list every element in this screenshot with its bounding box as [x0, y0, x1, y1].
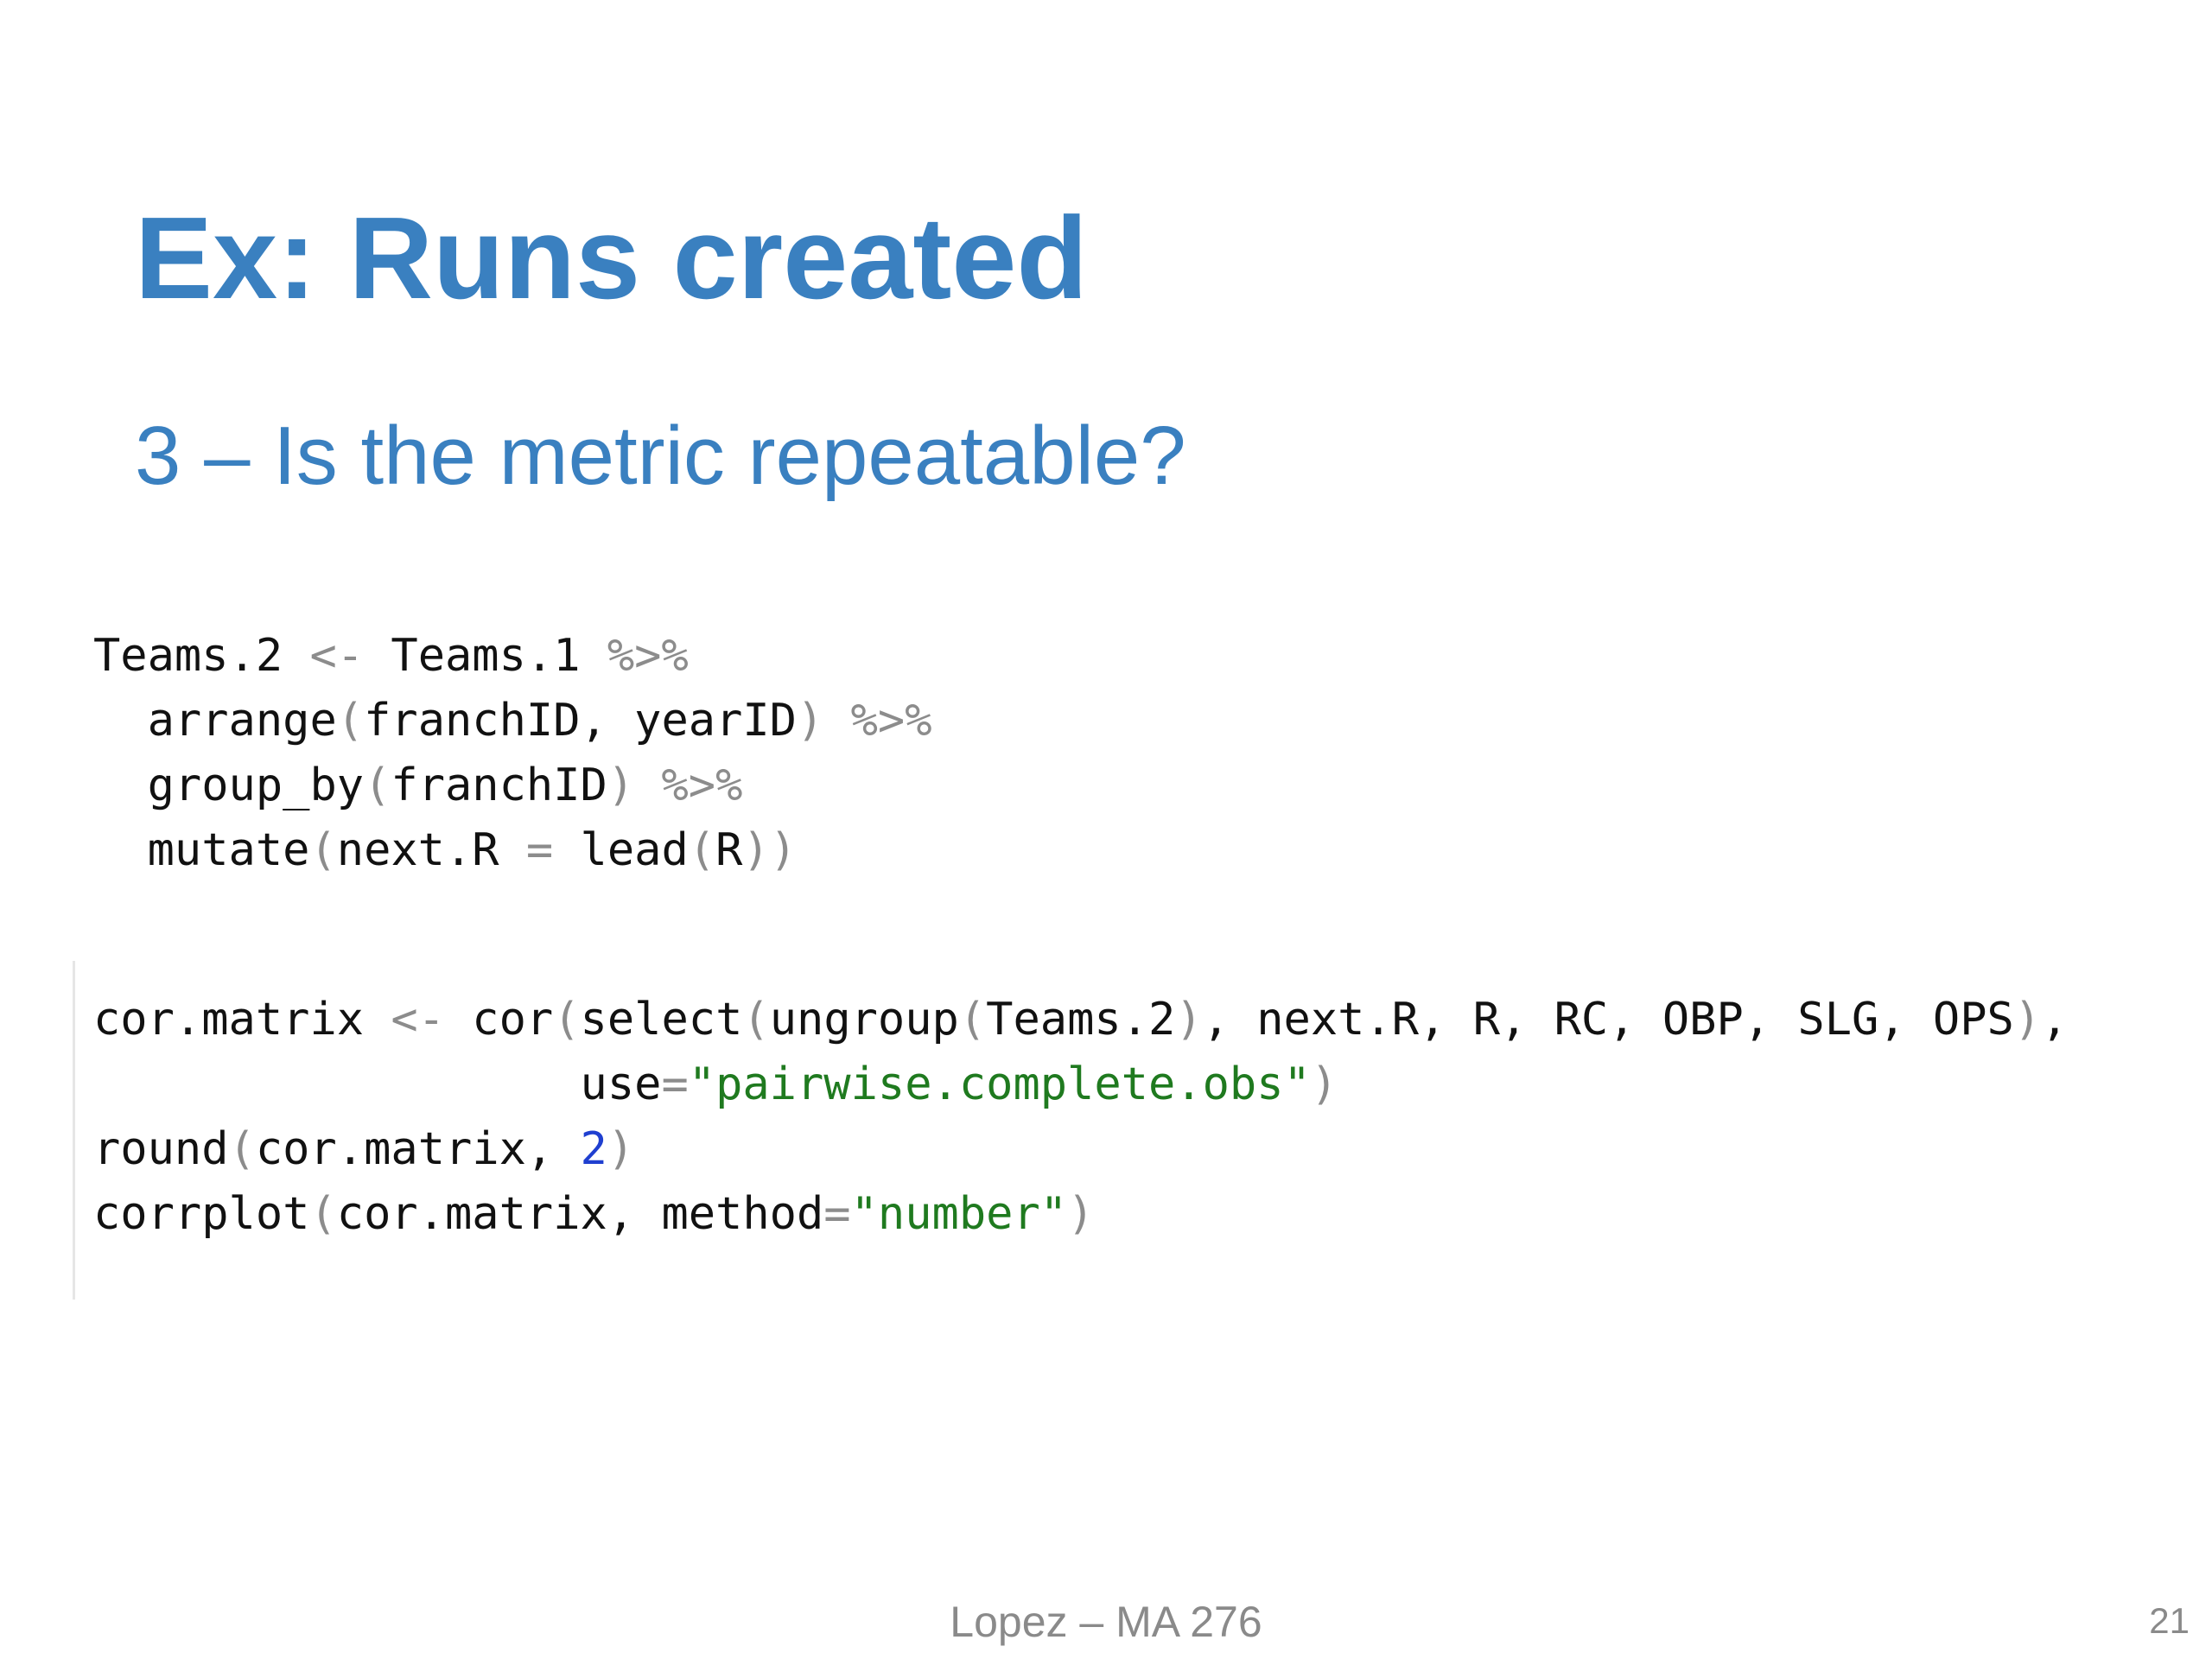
page-number: 21: [2149, 1600, 2190, 1641]
code-token: round: [93, 1123, 229, 1175]
code-token: Teams.1: [364, 630, 607, 682]
code-token: %>%: [661, 760, 743, 811]
code-token: ): [1310, 1058, 1338, 1110]
code-token: R: [715, 824, 743, 876]
code-token: (: [309, 824, 337, 876]
code-token: ): [607, 760, 635, 811]
code-token: Teams.2: [93, 630, 310, 682]
code-token: ungroup: [769, 994, 959, 1046]
code-token: Teams.2: [986, 994, 1176, 1046]
code-token: <-: [391, 994, 445, 1046]
code-token: select: [580, 994, 743, 1046]
code-token: cor.matrix: [93, 994, 391, 1046]
code-token: ): [796, 695, 824, 747]
code-line: cor.matrix <- cor(select(ungroup(Teams.2…: [93, 988, 2068, 1052]
code-token: <-: [309, 630, 365, 682]
code-token: cor.matrix, method: [336, 1188, 824, 1240]
code-token: (: [553, 994, 581, 1046]
code-line: corrplot(cor.matrix, method="number"): [93, 1182, 2068, 1247]
code-token: (: [309, 1188, 337, 1240]
code-token: cor.matrix,: [255, 1123, 581, 1175]
code-token: (: [742, 994, 770, 1046]
code-block-divider: [73, 961, 75, 1300]
code-token: mutate: [93, 824, 310, 876]
code-token: franchID, yearID: [364, 695, 797, 747]
code-line: round(cor.matrix, 2): [93, 1117, 2068, 1182]
code-token: ): [1067, 1188, 1095, 1240]
code-token: use: [93, 1058, 662, 1110]
code-line: Teams.2 <- Teams.1 %>%: [93, 624, 932, 689]
code-token: next.R: [336, 824, 526, 876]
code-token: [634, 760, 661, 811]
code-line: use="pairwise.complete.obs"): [93, 1052, 2068, 1117]
code-token: (: [688, 824, 716, 876]
code-line: mutate(next.R = lead(R)): [93, 818, 932, 883]
code-token: franchID: [391, 760, 607, 811]
code-token: (: [958, 994, 987, 1046]
code-token: cor: [445, 994, 554, 1046]
code-block-pipeline: Teams.2 <- Teams.1 %>% arrange(franchID,…: [93, 624, 932, 883]
code-token: (: [228, 1123, 256, 1175]
code-token: =: [661, 1058, 689, 1110]
code-token: )): [742, 824, 798, 876]
code-token: ): [607, 1123, 635, 1175]
code-token: (: [364, 760, 391, 811]
code-token: %>%: [850, 695, 932, 747]
code-token: corrplot: [93, 1188, 310, 1240]
slide-footer: Lopez – MA 276: [950, 1598, 1262, 1646]
code-token: ): [1175, 994, 1203, 1046]
code-line: arrange(franchID, yearID) %>%: [93, 689, 932, 753]
code-token: =: [525, 824, 554, 876]
code-token: 2: [580, 1123, 607, 1175]
code-token: arrange: [93, 695, 337, 747]
code-token: (: [336, 695, 365, 747]
code-token: [823, 695, 850, 747]
code-token: ): [2013, 994, 2042, 1046]
code-line: group_by(franchID) %>%: [93, 753, 932, 818]
code-token: lead: [553, 824, 689, 876]
code-token: , next.R, R, RC, OBP, SLG, OPS: [1202, 994, 2014, 1046]
code-block-correlation: cor.matrix <- cor(select(ungroup(Teams.2…: [93, 988, 2068, 1247]
slide-title: Ex: Runs created: [135, 193, 1088, 323]
code-token: %>%: [607, 630, 689, 682]
code-token: =: [823, 1188, 851, 1240]
code-token: "pairwise.complete.obs": [688, 1058, 1311, 1110]
code-token: ,: [2041, 994, 2069, 1046]
slide-subtitle: 3 – Is the metric repeatable?: [135, 410, 1186, 502]
code-token: group_by: [93, 760, 365, 811]
code-token: "number": [850, 1188, 1068, 1240]
